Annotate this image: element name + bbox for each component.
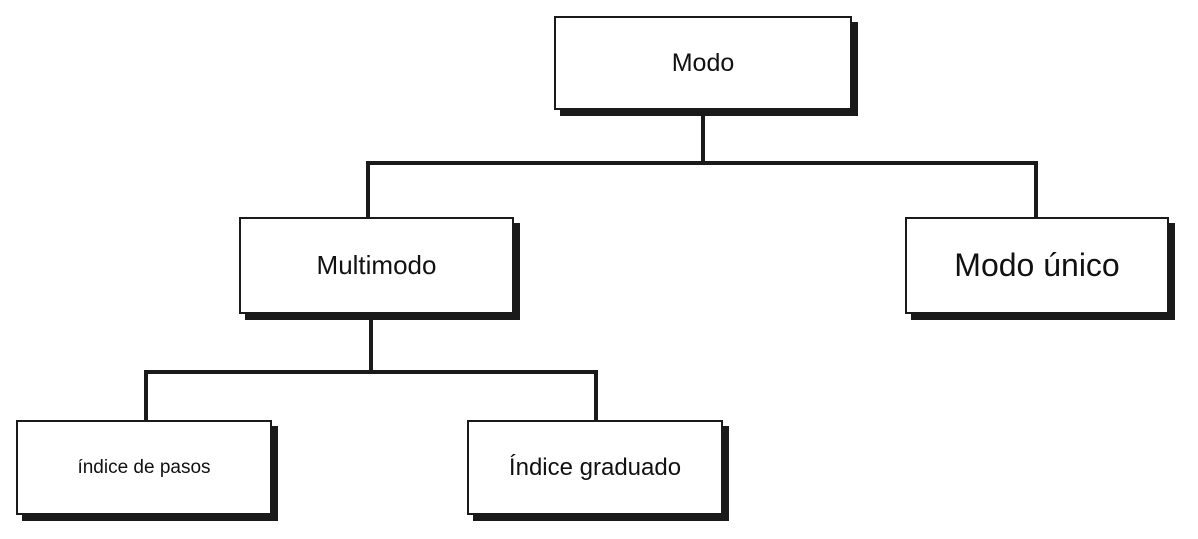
node-label-multimodo: Multimodo xyxy=(316,250,437,280)
node-label-indice-de-pasos: índice de pasos xyxy=(77,456,211,478)
node-modo-unico: Modo único xyxy=(905,217,1169,314)
node-label-modo: Modo xyxy=(671,48,735,77)
node-multimodo: Multimodo xyxy=(239,217,514,314)
node-label-modo-unico: Modo único xyxy=(954,247,1120,283)
node-indice-graduado: Índice graduado xyxy=(467,420,723,515)
node-label-indice-graduado: Índice graduado xyxy=(508,453,682,481)
node-indice-de-pasos: índice de pasos xyxy=(16,420,272,515)
node-modo: Modo xyxy=(554,16,852,110)
